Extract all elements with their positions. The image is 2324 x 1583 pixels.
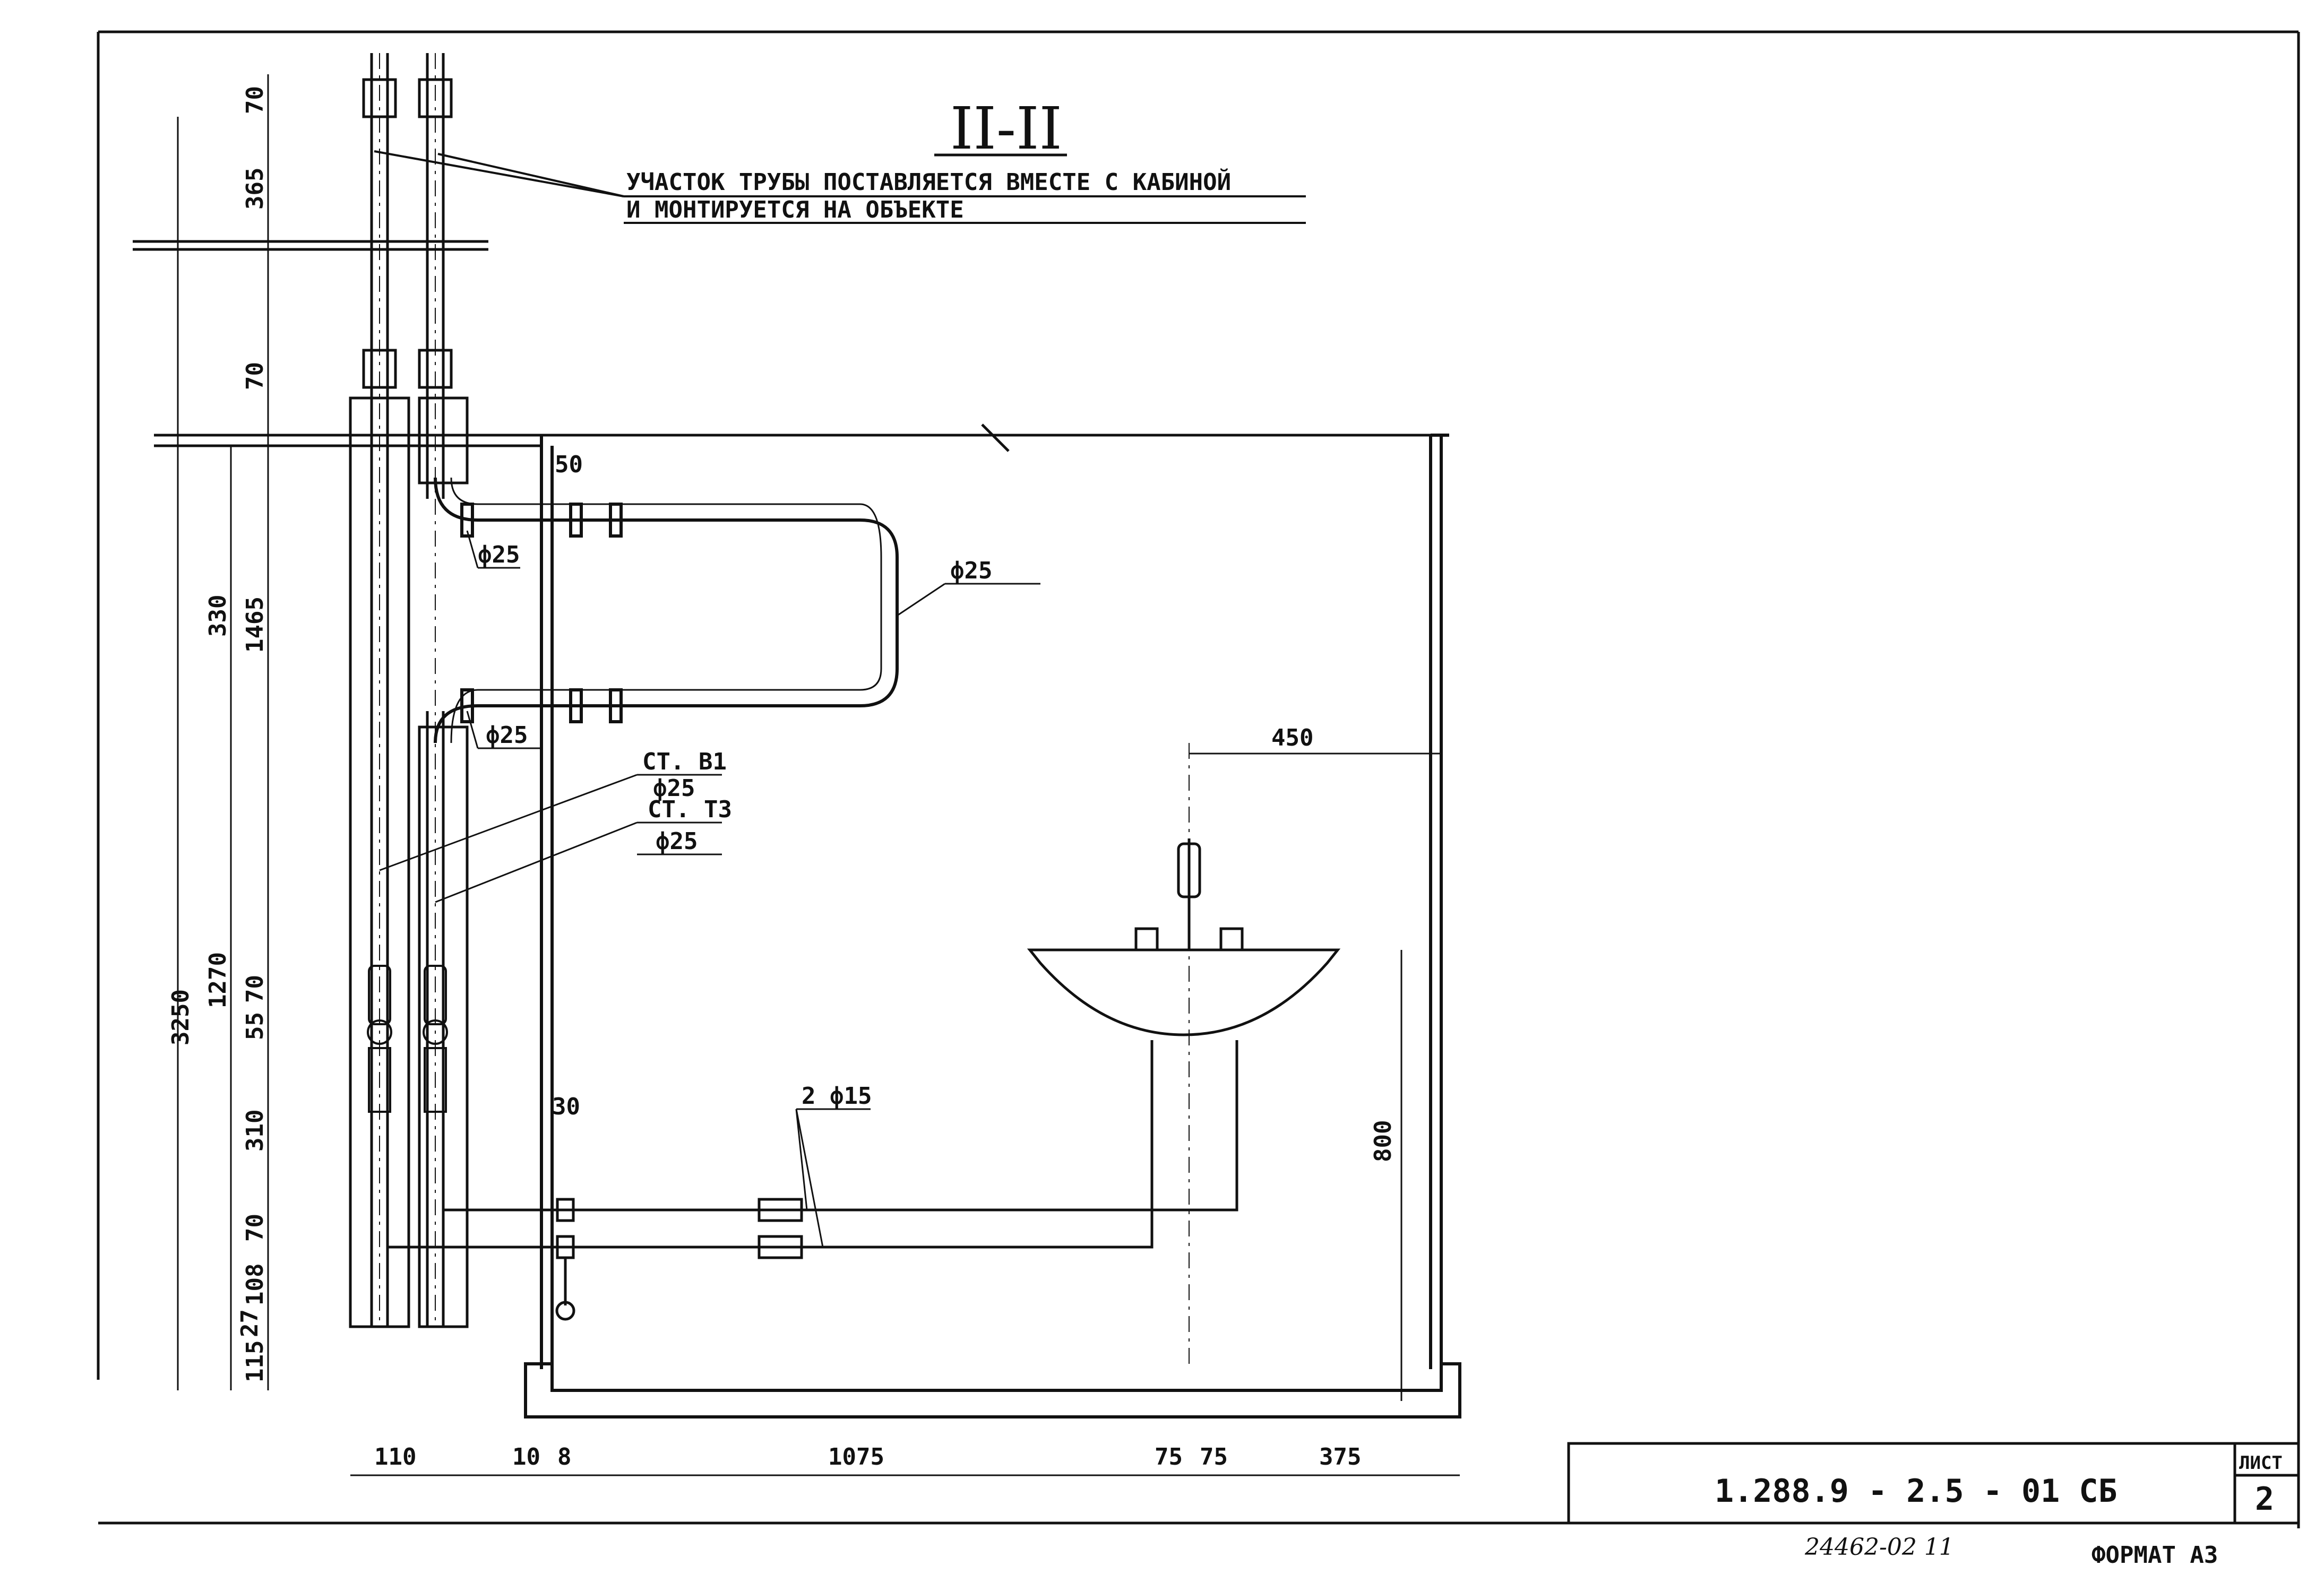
- dim-1270: 1270: [204, 952, 231, 1008]
- format-label: ФОРМАТ А3: [2091, 1542, 2218, 1569]
- drawing-code: 1.288.9 - 2.5 - 01 СБ: [1715, 1473, 2118, 1510]
- dim-800: 800: [1370, 1120, 1397, 1162]
- dim-8: 8: [557, 1443, 572, 1470]
- dim-70-mid: 70: [242, 362, 269, 390]
- label-phi25-loop: ф25: [950, 557, 992, 584]
- dim-330: 330: [204, 595, 231, 637]
- dim-50: 50: [555, 451, 583, 478]
- label-st-b1-dia: ф25: [653, 775, 695, 802]
- pipe-label-leaders: [379, 530, 1040, 1248]
- dim-365: 365: [242, 168, 269, 210]
- sheet-label: ЛИСТ: [2239, 1452, 2283, 1474]
- label-phi25-lower: ф25: [486, 722, 528, 749]
- label-st-t3-dia: ф25: [656, 828, 698, 855]
- dim-108: 108: [242, 1264, 269, 1305]
- note-line-1: УЧАСТОК ТРУБЫ ПОСТАВЛЯЕТСЯ ВМЕСТЕ С КАБИ…: [626, 168, 1231, 196]
- dim-30: 30: [552, 1093, 580, 1120]
- dim-110: 110: [374, 1443, 416, 1470]
- cabin-walls: [524, 434, 1461, 1418]
- dim-10: 10: [512, 1443, 540, 1470]
- basin-supply-lines: [388, 1040, 1238, 1321]
- riser-shafts: [349, 53, 469, 1328]
- label-phi25-upper: ф25: [478, 541, 520, 568]
- washbasin: [1027, 743, 1341, 1369]
- left-dimension-lines: [177, 74, 269, 1390]
- dim-115: 115: [242, 1340, 269, 1382]
- slab-lines: [133, 240, 1449, 452]
- inventory-number: 24462-02 11: [1804, 1534, 1954, 1561]
- label-st-b1: СТ. В1: [642, 748, 727, 775]
- dim-70-upper: 70: [242, 975, 269, 1003]
- note-line-2: И МОНТИРУЕТСЯ НА ОБЪЕКТЕ: [626, 196, 964, 223]
- note-leaders: [374, 150, 1306, 224]
- dim-70-top: 70: [242, 86, 269, 114]
- dim-1075: 1075: [828, 1443, 884, 1470]
- dim-375: 375: [1319, 1443, 1361, 1470]
- dim-55: 55: [242, 1012, 269, 1040]
- section-title: II-II: [950, 94, 1062, 162]
- dim-310: 310: [242, 1110, 269, 1152]
- towel-rail-loop: [434, 477, 899, 743]
- dim-27: 27: [236, 1309, 263, 1337]
- label-st-t3: СТ. Т3: [648, 796, 732, 823]
- dim-3250: 3250: [167, 989, 194, 1045]
- riser-fittings: [367, 965, 448, 1113]
- dim-75-b: 75: [1200, 1443, 1228, 1470]
- dim-75-a: 75: [1155, 1443, 1183, 1470]
- sheet-number: 2: [2255, 1481, 2274, 1518]
- label-2-phi15: 2 ф15: [802, 1083, 872, 1110]
- dim-450: 450: [1271, 724, 1313, 751]
- title-block: [1567, 1442, 2300, 1525]
- dim-70-lower: 70: [242, 1214, 269, 1242]
- dim-1465: 1465: [242, 596, 269, 653]
